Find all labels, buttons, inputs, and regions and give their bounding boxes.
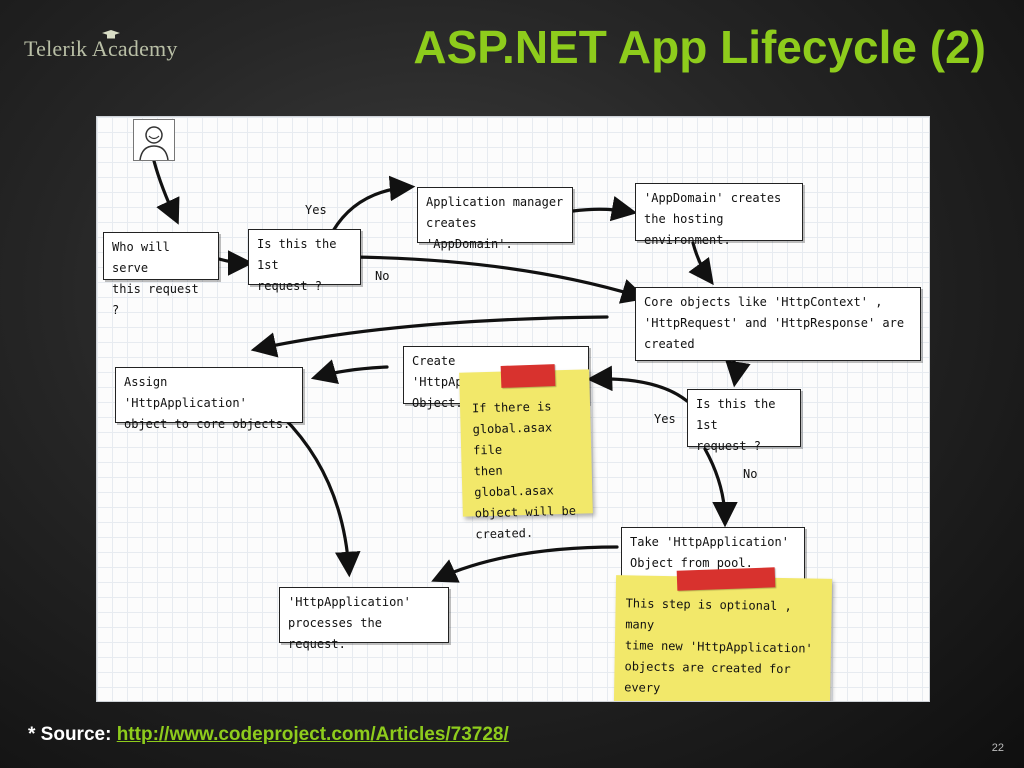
no-label-2: No [743, 467, 758, 481]
arrow-create-to-assign [310, 359, 389, 385]
httpapplication-processes-box: 'HttpApplication' processes the request. [279, 587, 449, 651]
source-footer: * Source: http://www.codeproject.com/Art… [28, 724, 509, 746]
yes-label-1: Yes [305, 203, 327, 217]
who-will-serve-box: Who will serve this request ? [103, 232, 219, 317]
arrow-user-to-who-serves [152, 159, 180, 225]
core-objects-box: Core objects like 'HttpContext' , 'HttpR… [635, 287, 921, 361]
arrow-no-to-core-objects [349, 255, 648, 304]
slide-title: ASP.NET App Lifecycle (2) [413, 21, 986, 73]
source-link[interactable]: http://www.codeproject.com/Articles/7372… [116, 724, 509, 745]
brand-logo: Telerik Academy [24, 36, 178, 61]
user-icon [133, 119, 175, 161]
arrow-who-serves-to-first-request [217, 250, 254, 276]
global-asax-note-tape [500, 364, 556, 388]
assign-httpapplication-box: Assign 'HttpApplication' object to core … [115, 367, 303, 431]
arrow-yes-to-app-manager [331, 175, 416, 233]
first-request-box: Is this the 1st request ? [248, 229, 361, 293]
first-request-2-box: Is this the 1st request ? [687, 389, 801, 453]
arrow-appdomain-to-core-objects [688, 241, 714, 286]
optional-step-note-tape [676, 567, 776, 591]
no-label-1: No [375, 269, 390, 283]
arrow-pool-to-processes [431, 545, 619, 583]
page-number: 22 [991, 742, 1004, 754]
graduation-cap-icon [102, 30, 120, 39]
global-asax-note: If there is global.asax file then global… [459, 369, 593, 541]
appdomain-box: 'AppDomain' creates the hosting environm… [635, 183, 803, 247]
arrow-app-manager-to-appdomain [571, 196, 638, 222]
yes-label-2: Yes [654, 412, 676, 426]
flow-arrows [152, 159, 751, 583]
source-label: * Source: [28, 724, 112, 745]
arrow-assign-to-processes [281, 415, 361, 578]
arrow-no-to-take-from-pool [703, 447, 738, 528]
lifecycle-diagram: Who will serve this request ? Is this th… [96, 116, 930, 702]
application-manager-box: Application manager creates 'AppDomain'. [417, 187, 573, 251]
optional-step-note: This step is optional , many time new 'H… [613, 575, 833, 701]
arrow-yes-to-create-httpapp [586, 365, 689, 403]
arrow-core-objects-to-assign [250, 315, 609, 358]
